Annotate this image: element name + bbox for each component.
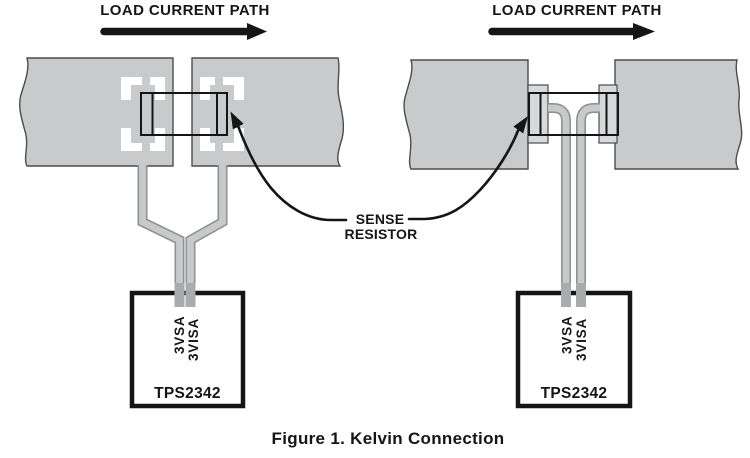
sense-resistor-annotation: SENSE RESISTOR — [230, 111, 528, 242]
pin-3visa-left — [185, 283, 196, 307]
chip-left: 3VSA 3VISA TPS2342 — [129, 283, 246, 409]
load-current-arrow-left-icon — [100, 23, 267, 40]
annotation-curve-left — [237, 125, 348, 222]
kelvin-slot-cutouts-right — [200, 77, 244, 151]
chip-right: 3VSA 3VISA TPS2342 — [515, 283, 633, 409]
pin-label-3visa-right: 3VISA — [574, 318, 589, 361]
sense-resistor-right-panel — [528, 92, 619, 136]
pin-label-3vsa-right: 3VSA — [560, 316, 575, 354]
copper-plane-left-2 — [403, 59, 529, 170]
chip-box-right — [515, 290, 633, 409]
sense-resistor-left-panel — [140, 92, 228, 136]
pin-3vsa-right — [561, 283, 571, 307]
pin-3visa-right — [576, 283, 586, 307]
load-current-path-label-left: LOAD CURRENT PATH — [100, 2, 270, 19]
sense-traces-right-panel — [548, 103, 600, 296]
annotation-arrowhead-right-icon — [513, 116, 528, 134]
figure-caption: Figure 1. Kelvin Connection — [272, 429, 505, 448]
pin-3vsa-left — [174, 283, 185, 307]
chip-name-right: TPS2342 — [541, 385, 608, 402]
load-current-arrow-right-icon — [488, 23, 655, 40]
kelvin-slot-cutouts-left — [121, 77, 165, 151]
annotation-label-line1: SENSE — [356, 211, 404, 227]
annotation-curve-right — [407, 128, 520, 221]
left-panel: LOAD CURRENT PATH — [19, 2, 345, 409]
pin-label-3vsa-left: 3VSA — [172, 316, 187, 354]
sense-traces-left-panel — [137, 165, 228, 296]
annotation-arrowhead-left-icon — [230, 111, 244, 130]
right-panel: LOAD CURRENT PATH 3VSA — [403, 2, 743, 409]
load-current-path-label-right: LOAD CURRENT PATH — [492, 2, 662, 19]
pin-label-3visa-left: 3VISA — [186, 318, 201, 361]
annotation-label-line2: RESISTOR — [345, 226, 418, 242]
chip-name-left: TPS2342 — [154, 385, 221, 402]
copper-plane-right-2 — [614, 59, 743, 170]
